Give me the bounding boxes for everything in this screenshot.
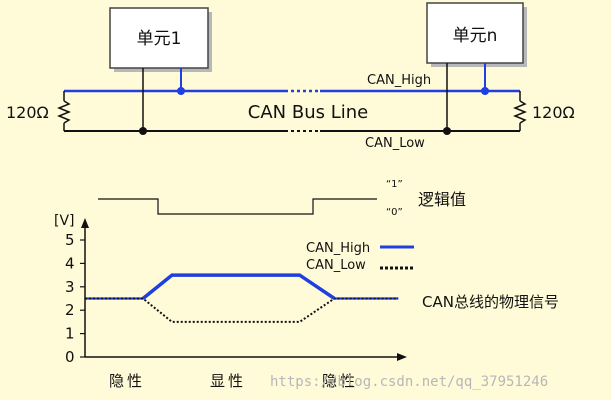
legend-can-high-label: CAN_High [306,241,370,256]
legend-can-low-label: CAN_Low [306,258,366,273]
x-category-label: 隐性 [109,372,145,390]
bus-topology: 单元1 单元n CAN_High CAN_Low CAN Bus Line 12… [6,2,575,151]
resistor-left-label: 120Ω [6,103,49,122]
y-axis-unit: [V] [54,213,75,229]
signal-chart: [V] 0 1 2 3 4 5 隐性 显性 隐性 CAN_High CAN_Low CAN总线… [54,213,559,390]
can-high-label: CAN_High [367,73,431,88]
x-axis-arrow-icon [397,353,407,361]
resistor-right-label: 120Ω [532,103,575,122]
node-1-low-junction [139,127,147,135]
node-1-box [109,7,209,69]
y-tick-label: 0 [65,348,75,366]
watermark: https://blog.csdn.net/qq_37951246 [270,374,548,390]
left-resistor-icon [56,100,72,124]
logic-value-label: 逻辑值 [418,190,466,209]
logic-one-label: “1” [386,179,403,190]
logic-zero-label: “0” [386,207,403,218]
can-low-label: CAN_Low [365,136,425,151]
y-tick-label: 2 [65,301,75,319]
node-n-high-junction [481,87,489,95]
y-tick-label: 3 [65,278,75,296]
signal-label: CAN总线的物理信号 [422,293,559,311]
series-can-low [85,297,399,323]
y-tick-label: 1 [65,325,75,343]
node-1-high-junction [177,87,185,95]
y-tick-label: 4 [65,254,75,272]
series-can-high-dominant [141,273,336,300]
logic-waveform: “1” “0” 逻辑值 [98,179,466,218]
node-n-label: 单元n [453,26,498,46]
x-category-label: 显性 [210,372,246,390]
x-category-label: 隐性 [322,372,358,390]
series-can-high [85,274,399,300]
logic-trace [98,198,377,215]
right-resistor-icon [512,100,528,124]
y-tick-label: 5 [65,231,75,249]
y-axis-arrow-icon [81,218,89,228]
node-n-low-junction [443,127,451,135]
bus-line-label: CAN Bus Line [248,102,368,123]
node-1-label: 单元1 [137,29,182,49]
node-n-box [426,2,524,64]
